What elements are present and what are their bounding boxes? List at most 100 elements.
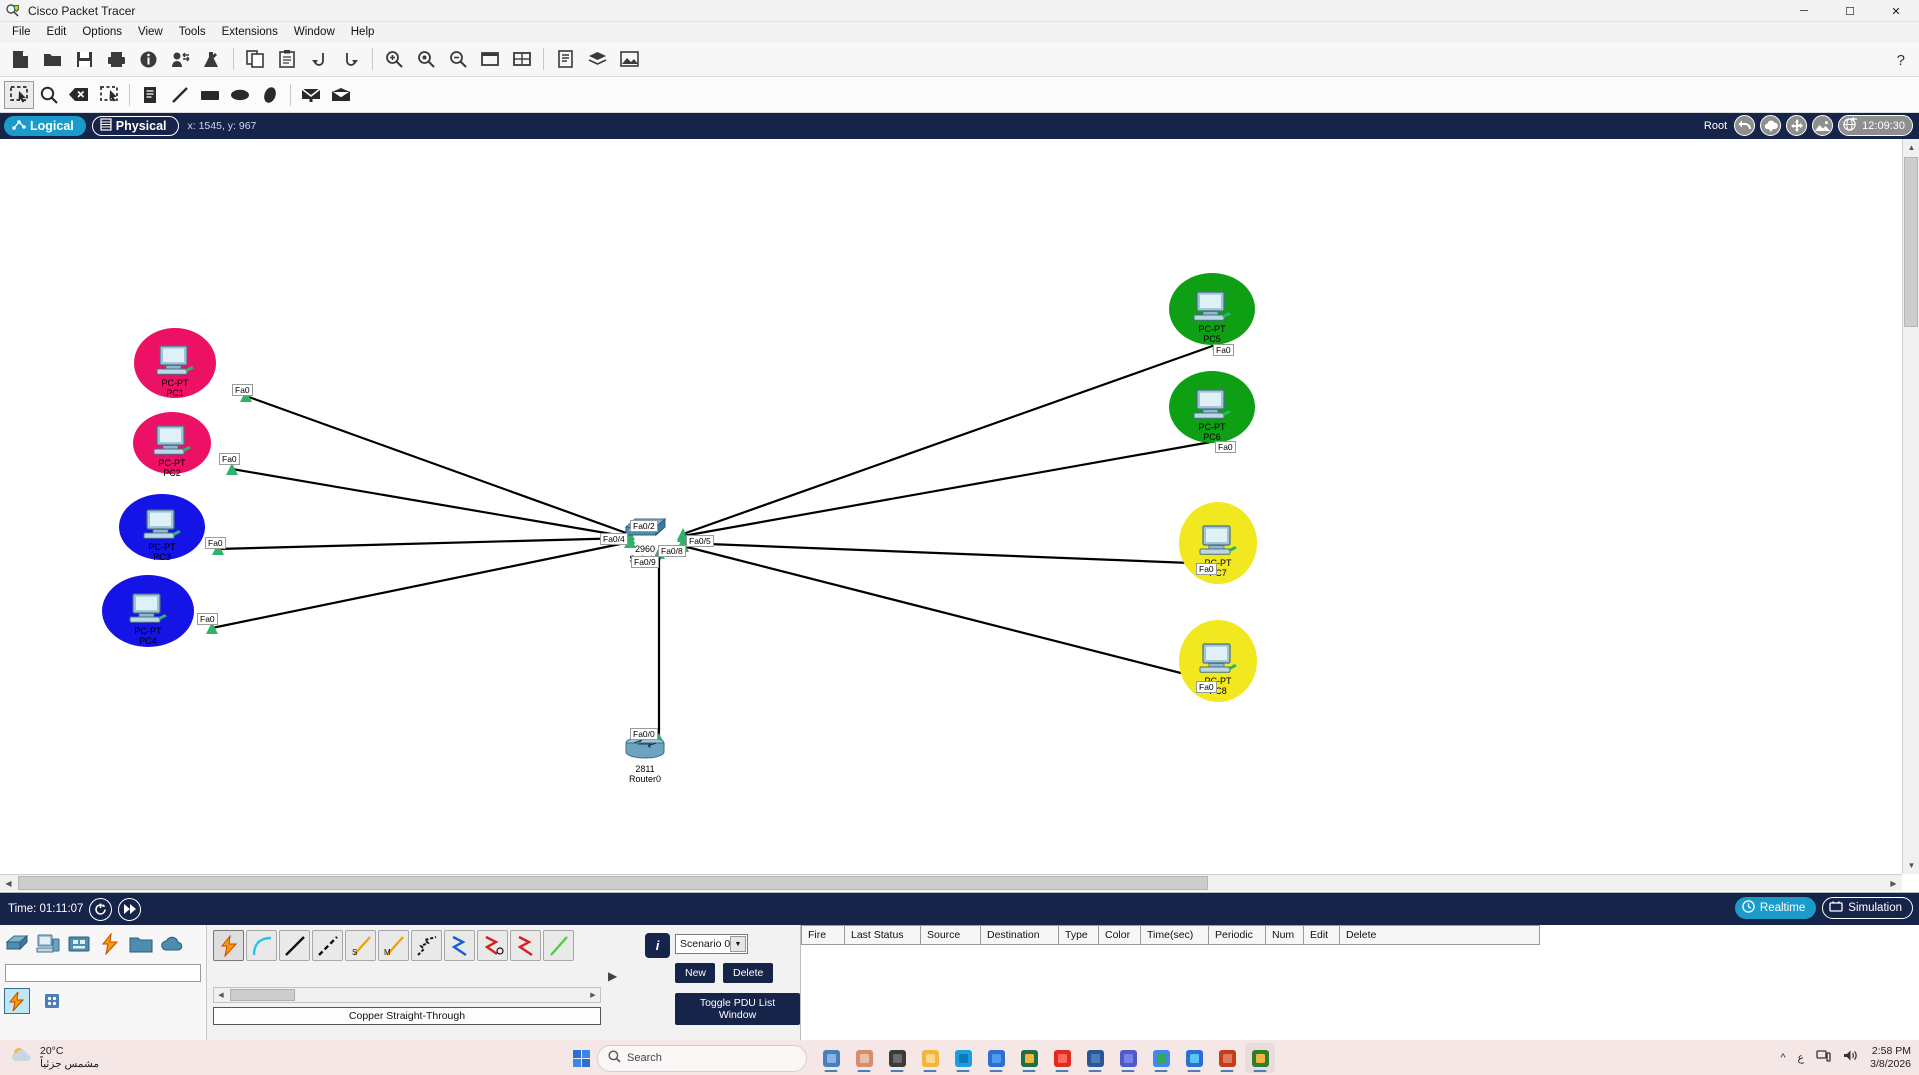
fast-forward-time-button[interactable]	[118, 897, 142, 921]
fiber-single-mode-icon[interactable]: S	[345, 930, 376, 961]
link-switch0-pc6[interactable]	[682, 438, 1223, 538]
powerpoint-icon[interactable]	[1212, 1043, 1242, 1073]
connection-scrollbar[interactable]: ◀ ▶	[213, 987, 601, 1003]
pdu-column-color[interactable]: Color	[1099, 925, 1141, 945]
chevron-down-icon[interactable]: ▼	[730, 936, 746, 952]
folder-icon[interactable]	[915, 1043, 945, 1073]
notes-icon[interactable]	[549, 44, 581, 74]
phone-cable-icon[interactable]	[411, 930, 442, 961]
custom-icon[interactable]	[506, 44, 538, 74]
start-button-icon[interactable]	[570, 1047, 592, 1069]
miscellaneous-icon[interactable]	[128, 931, 154, 957]
photos-icon[interactable]	[1179, 1043, 1209, 1073]
file-explorer-icon[interactable]	[882, 1043, 912, 1073]
zoom-out-icon[interactable]	[442, 44, 474, 74]
pdu-column-time-sec-[interactable]: Time(sec)	[1141, 925, 1209, 945]
taskbar-search-box[interactable]: Search	[597, 1044, 807, 1072]
new-cluster-icon[interactable]	[1760, 115, 1782, 136]
scenario-info-icon[interactable]: i	[645, 933, 670, 958]
router-device-icon[interactable]	[624, 735, 666, 768]
link-pc3-switch0[interactable]	[217, 536, 630, 551]
menu-file[interactable]: File	[12, 25, 31, 38]
network-icon[interactable]	[1816, 1049, 1831, 1067]
place-note-tool-icon[interactable]	[135, 81, 165, 109]
pdu-column-destination[interactable]: Destination	[981, 925, 1059, 945]
layers-icon[interactable]	[581, 44, 613, 74]
connection-scroll-thumb[interactable]	[230, 989, 295, 1001]
pdu-column-delete[interactable]: Delete	[1340, 925, 1540, 945]
serial-dte-icon[interactable]	[510, 930, 541, 961]
network-devices-icon[interactable]	[4, 931, 30, 957]
pdu-column-num[interactable]: Num	[1266, 925, 1304, 945]
menu-view[interactable]: View	[138, 25, 163, 38]
link-pc4-switch0[interactable]	[211, 540, 631, 630]
pc-device-icon[interactable]	[1192, 389, 1232, 428]
teams-icon[interactable]	[1113, 1043, 1143, 1073]
pc-device-icon[interactable]	[128, 593, 168, 632]
end-devices-icon[interactable]	[35, 931, 61, 957]
device-search-input[interactable]	[5, 964, 201, 982]
link-switch0-pc5[interactable]	[682, 342, 1219, 536]
pdu-column-last-status[interactable]: Last Status	[845, 925, 921, 945]
move-object-icon[interactable]	[1786, 115, 1808, 136]
edge-icon[interactable]	[948, 1043, 978, 1073]
show-hidden-icons-icon[interactable]: ^	[1780, 1051, 1786, 1064]
scroll-right-arrow[interactable]: ▶	[1890, 879, 1897, 888]
menu-window[interactable]: Window	[293, 25, 335, 38]
menu-help[interactable]: Help	[350, 25, 375, 38]
copper-cross-over-icon[interactable]	[312, 930, 343, 961]
new-scenario-button[interactable]: New	[675, 963, 715, 983]
pc-device-icon[interactable]	[1192, 291, 1232, 330]
connection-scroll-right[interactable]: ▶	[590, 992, 596, 999]
tab-physical[interactable]: Physical	[91, 116, 179, 136]
redo-icon[interactable]	[335, 44, 367, 74]
console-cable-icon[interactable]	[246, 930, 277, 961]
connections-icon[interactable]	[97, 931, 123, 957]
pdu-column-periodic[interactable]: Periodic	[1209, 925, 1266, 945]
help-question-icon[interactable]: ?	[1896, 52, 1905, 69]
store-icon[interactable]	[981, 1043, 1011, 1073]
pdu-column-type[interactable]: Type	[1059, 925, 1099, 945]
custom-devices-icon[interactable]	[196, 44, 228, 74]
activity-wizard-icon[interactable]	[132, 44, 164, 74]
acrobat-icon[interactable]	[1047, 1043, 1077, 1073]
scenario-dropdown[interactable]: Scenario 0 ▼	[675, 934, 748, 954]
multiuser-connection-icon[interactable]	[159, 931, 185, 957]
taskview-icon[interactable]	[816, 1043, 846, 1073]
power-cycle-devices-button[interactable]	[89, 897, 113, 921]
link-switch0-pc7[interactable]	[682, 541, 1217, 566]
toggle-pdu-list-window-button[interactable]: Toggle PDU List Window	[675, 993, 800, 1025]
packet-tracer-taskbar-icon[interactable]	[1245, 1043, 1275, 1073]
draw-line-tool-icon[interactable]	[165, 81, 195, 109]
copilot-icon[interactable]	[849, 1043, 879, 1073]
delete-scenario-button[interactable]: Delete	[723, 963, 773, 983]
navigate-back-icon[interactable]	[1734, 115, 1756, 136]
network-info-icon[interactable]	[164, 44, 196, 74]
minimize-button[interactable]: ─	[1800, 5, 1808, 17]
weather-widget[interactable]: 20°C مشمس جزئياً	[10, 1043, 99, 1072]
vertical-scroll-thumb[interactable]	[1904, 157, 1918, 327]
link-switch0-pc8[interactable]	[682, 544, 1217, 684]
add-simple-pdu-icon[interactable]	[296, 81, 326, 109]
pc-device-icon[interactable]	[142, 509, 182, 548]
new-file-icon[interactable]	[4, 44, 36, 74]
language-indicator[interactable]: ع	[1797, 1052, 1805, 1064]
chrome-icon[interactable]	[1146, 1043, 1176, 1073]
pc-device-icon[interactable]	[1198, 525, 1238, 564]
coaxial-cable-icon[interactable]	[444, 930, 475, 961]
fiber-multi-mode-icon[interactable]: M	[378, 930, 409, 961]
components-icon[interactable]	[66, 931, 92, 957]
horizontal-scroll-thumb[interactable]	[18, 876, 1208, 890]
paste-icon[interactable]	[271, 44, 303, 74]
excel-icon[interactable]	[1014, 1043, 1044, 1073]
octal-cable-icon[interactable]	[543, 930, 574, 961]
close-button[interactable]: ✕	[1891, 5, 1901, 18]
serial-dce-icon[interactable]	[477, 930, 508, 961]
